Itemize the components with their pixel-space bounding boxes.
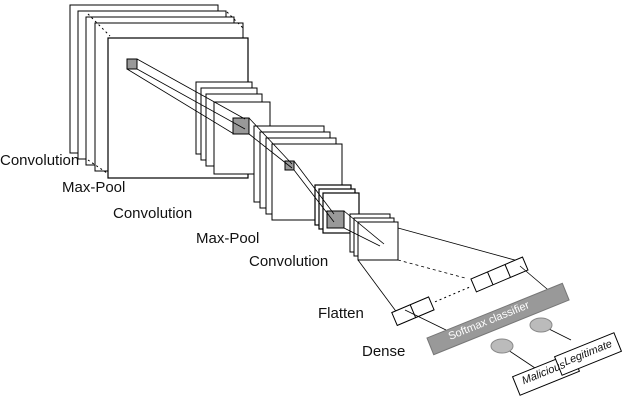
- pool1-kernel: [232, 117, 250, 135]
- label-pool2: Max-Pool: [196, 230, 260, 247]
- label-pool1: Max-Pool: [62, 179, 126, 196]
- projection-lines: [126, 58, 523, 315]
- label-conv1: Convolution: [0, 152, 80, 169]
- softmax-bar: [426, 282, 570, 356]
- output-box-legitimate-shape: [553, 332, 623, 376]
- flatten-vector: [391, 256, 529, 327]
- conv2-kernel: [284, 160, 295, 171]
- conv1-kernel: [126, 58, 138, 70]
- label-conv2: Convolution: [113, 205, 193, 222]
- output-node-malicious: [490, 338, 514, 354]
- label-conv3: Convolution: [249, 253, 329, 270]
- output-node-legitimate: [529, 317, 553, 333]
- label-dense: Dense: [362, 343, 406, 360]
- label-flatten: Flatten: [318, 305, 364, 322]
- pool2-kernel: [326, 210, 345, 229]
- conv3-stack: [349, 213, 399, 261]
